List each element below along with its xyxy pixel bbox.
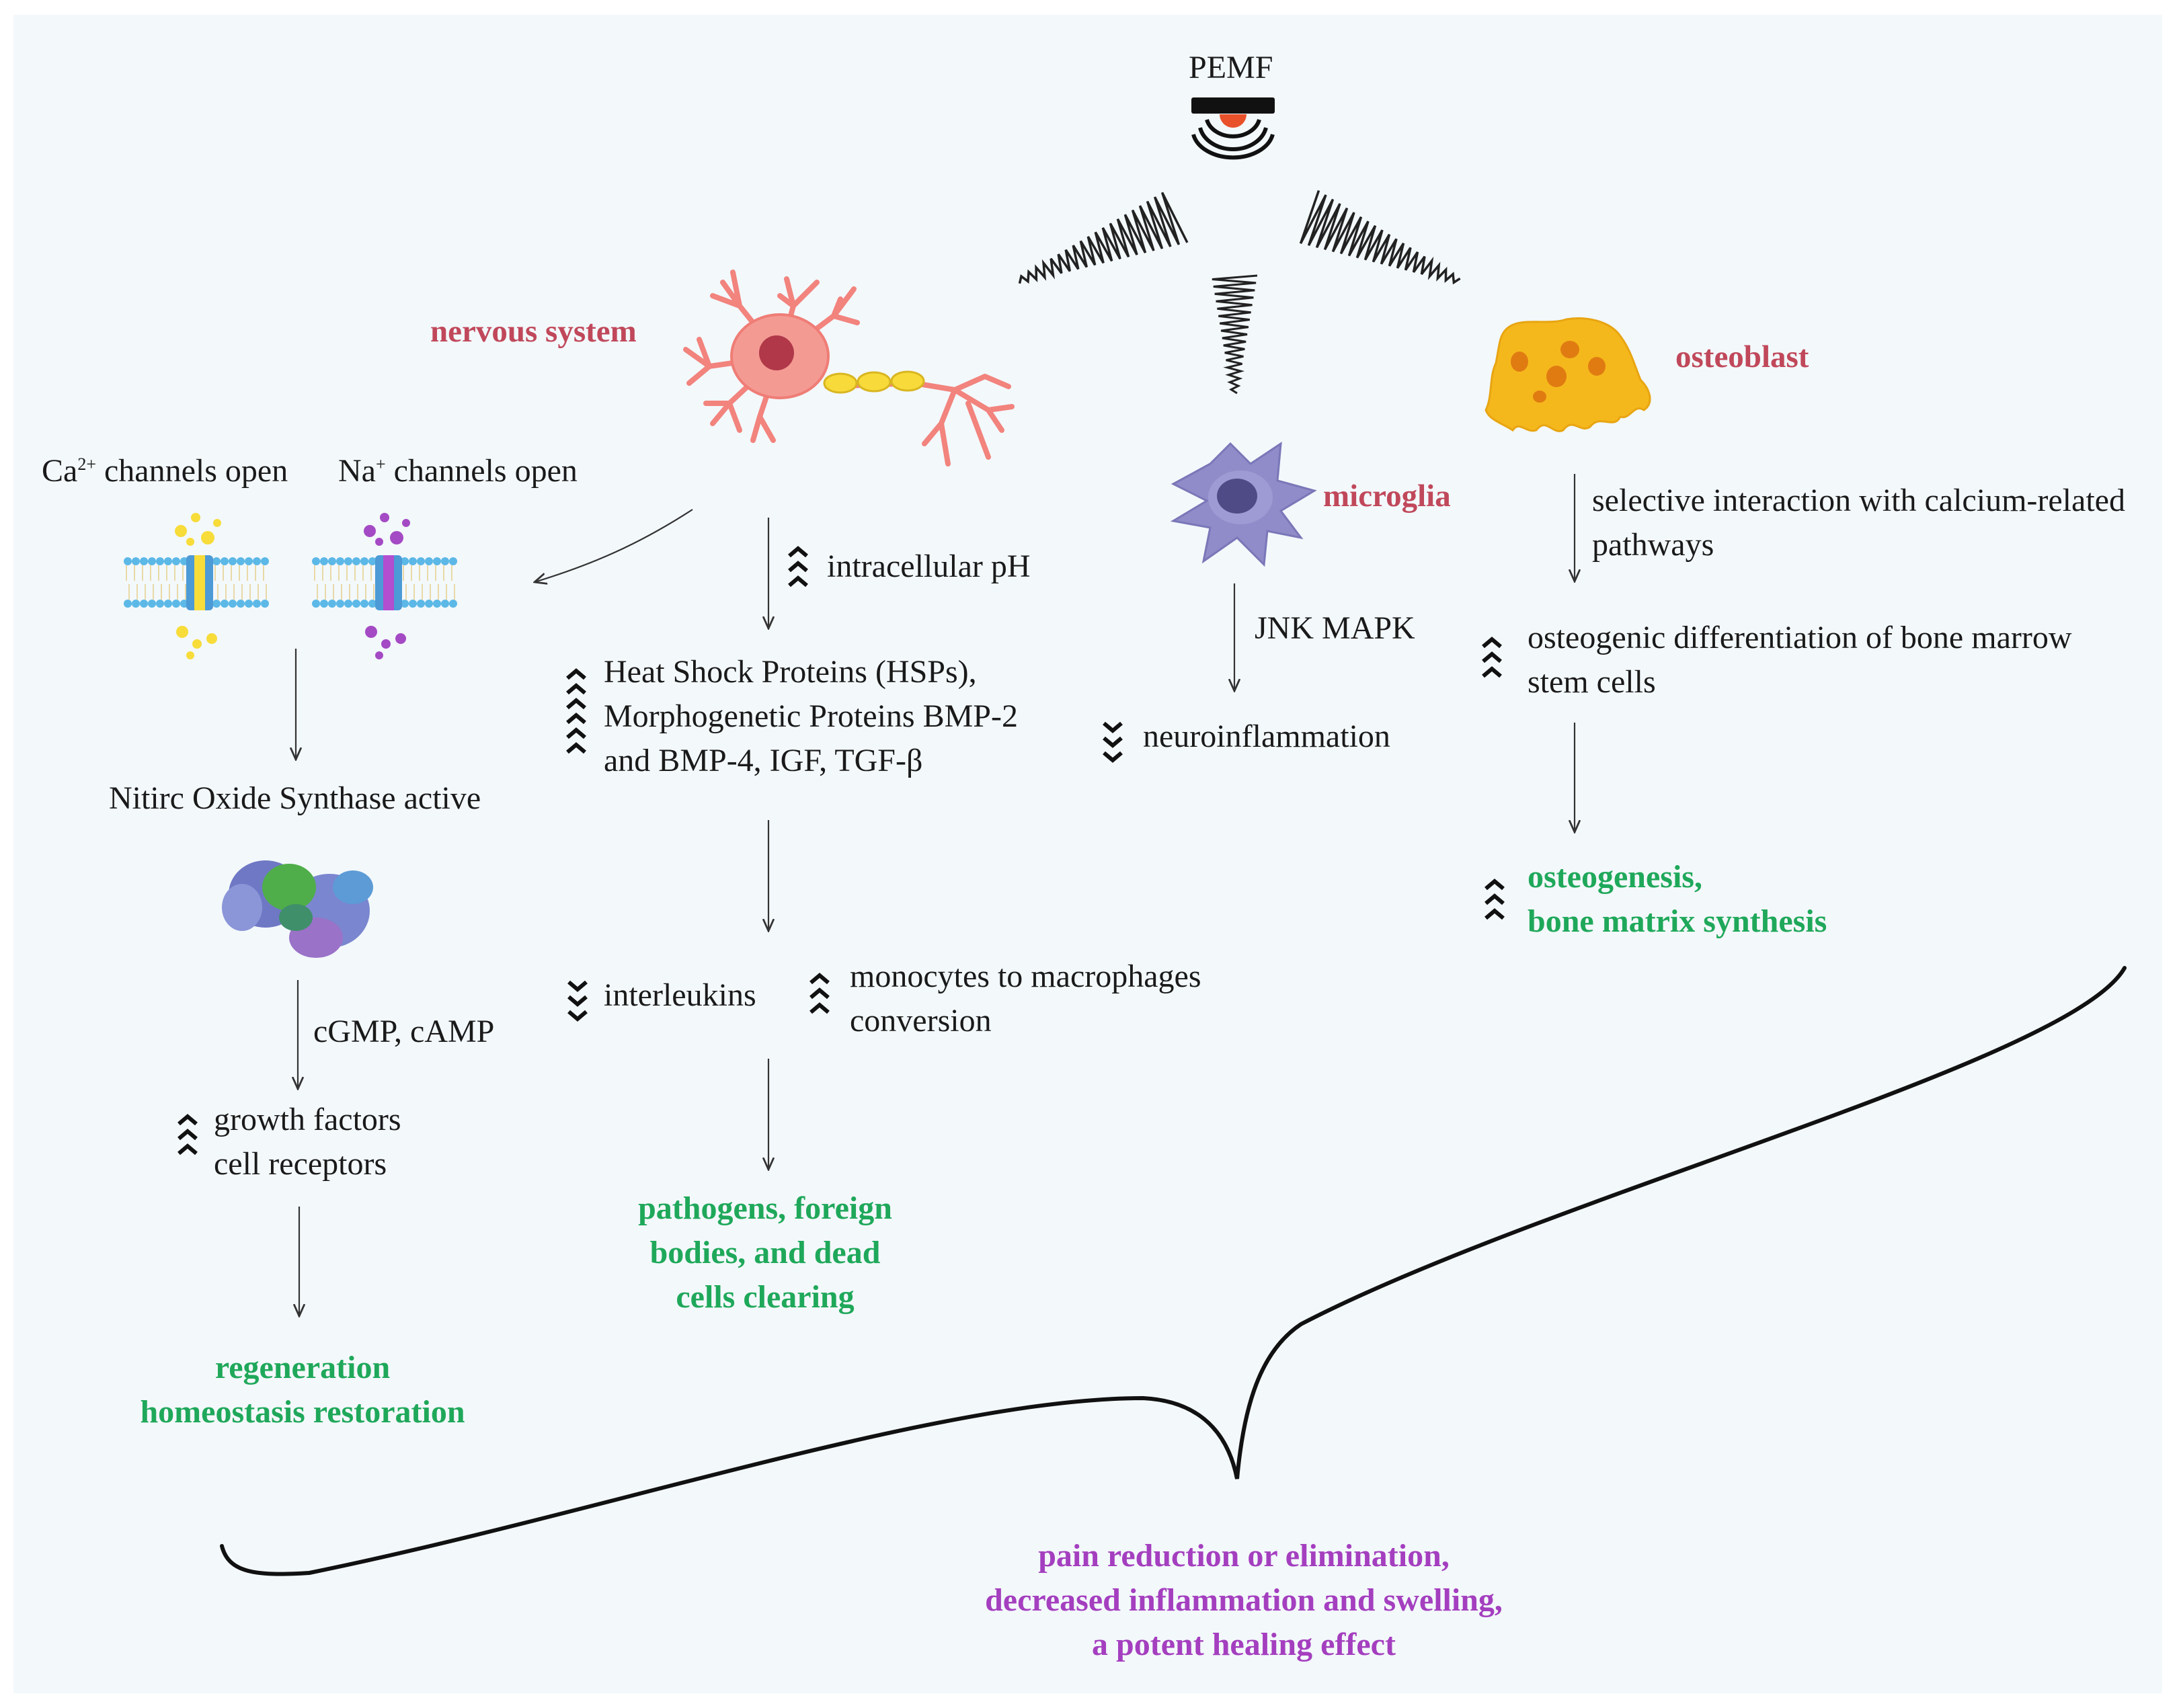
wave-right-icon	[1299, 190, 1461, 285]
proteins-line-2: Morphogenetic Proteins BMP-2	[604, 698, 1018, 734]
monocytes-line-1: monocytes to macrophages	[850, 959, 1201, 994]
arrow-neuron-to-channels	[535, 509, 693, 582]
neuron-icon	[683, 270, 1015, 466]
jnk-mapk-label: JNK MAPK	[1255, 610, 1415, 646]
wave-center-icon	[1212, 274, 1258, 395]
cell-receptors-label: cell receptors	[214, 1146, 387, 1182]
clearing-line-2: bodies, and dead	[649, 1235, 881, 1270]
nervous-system-label: nervous system	[430, 314, 637, 349]
wave-left-icon	[1018, 192, 1189, 284]
regeneration-label: regeneration	[214, 1350, 391, 1385]
pemf-label: PEMF	[1189, 50, 1273, 85]
curly-brace	[220, 966, 2127, 1576]
nos-label: Nitirc Oxide Synthase active	[109, 780, 481, 816]
clearing-line-3: cells clearing	[676, 1279, 855, 1315]
proteins-line-1: Heat Shock Proteins (HSPs),	[604, 654, 977, 690]
decrease-chevron-icon	[567, 980, 588, 1022]
proteins-line-3: and BMP-4, IGF, TGF-β	[604, 743, 923, 778]
membrane-channel-icon	[124, 513, 457, 659]
outcome-line-3: a potent healing effect	[1092, 1627, 1396, 1662]
differentiation-line-1: osteogenic differentiation of bone marro…	[1528, 620, 2072, 655]
outcome-line-2: decreased inflammation and swelling,	[985, 1582, 1503, 1618]
increase-chevron-icon	[788, 546, 808, 587]
nos-protein-icon	[222, 860, 373, 958]
increase-chevron-icon	[566, 668, 586, 754]
increase-chevron-icon	[177, 1114, 198, 1155]
intracellular-ph-label: intracellular pH	[827, 548, 1031, 584]
cgmp-label: cGMP, cAMP	[313, 1014, 495, 1049]
homeostasis-label: homeostasis restoration	[140, 1394, 465, 1430]
ca-ion: Ca	[42, 453, 78, 489]
osteogenesis-line-2: bone matrix synthesis	[1528, 903, 1827, 939]
neuroinflammation-label: neuroinflammation	[1143, 719, 1390, 754]
growth-factors-label: growth factors	[214, 1102, 401, 1137]
ca-channels-label: Ca2+ channels open	[42, 449, 288, 493]
differentiation-line-2: stem cells	[1528, 664, 1656, 700]
osteoblast-icon	[1485, 317, 1651, 432]
ca-charge: 2+	[77, 454, 96, 474]
increase-chevron-icon	[1485, 879, 1505, 920]
na-channels-label: Na+ channels open	[338, 449, 578, 493]
na-ion: Na	[338, 453, 376, 489]
microglia-label: microglia	[1323, 479, 1451, 514]
interleukins-label: interleukins	[604, 977, 756, 1013]
osteogenesis-line-1: osteogenesis,	[1528, 859, 1702, 895]
increase-chevron-icon	[1482, 637, 1502, 678]
interaction-line-1: selective interaction with calcium-relat…	[1592, 483, 2125, 518]
increase-chevron-icon	[809, 973, 830, 1014]
na-charge: +	[375, 454, 386, 474]
microglia-icon	[1170, 442, 1317, 567]
diagram-background	[13, 15, 2162, 1693]
monocytes-line-2: conversion	[850, 1003, 992, 1039]
decrease-chevron-icon	[1103, 721, 1123, 763]
clearing-line-1: pathogens, foreign	[638, 1190, 892, 1226]
ca-text: channels open	[96, 453, 288, 489]
na-text: channels open	[385, 453, 578, 489]
interaction-line-2: pathways	[1592, 527, 1714, 563]
osteoblast-label: osteoblast	[1675, 339, 1809, 374]
outcome-line-1: pain reduction or elimination,	[1038, 1538, 1450, 1574]
pemf-device-icon	[1191, 97, 1275, 160]
